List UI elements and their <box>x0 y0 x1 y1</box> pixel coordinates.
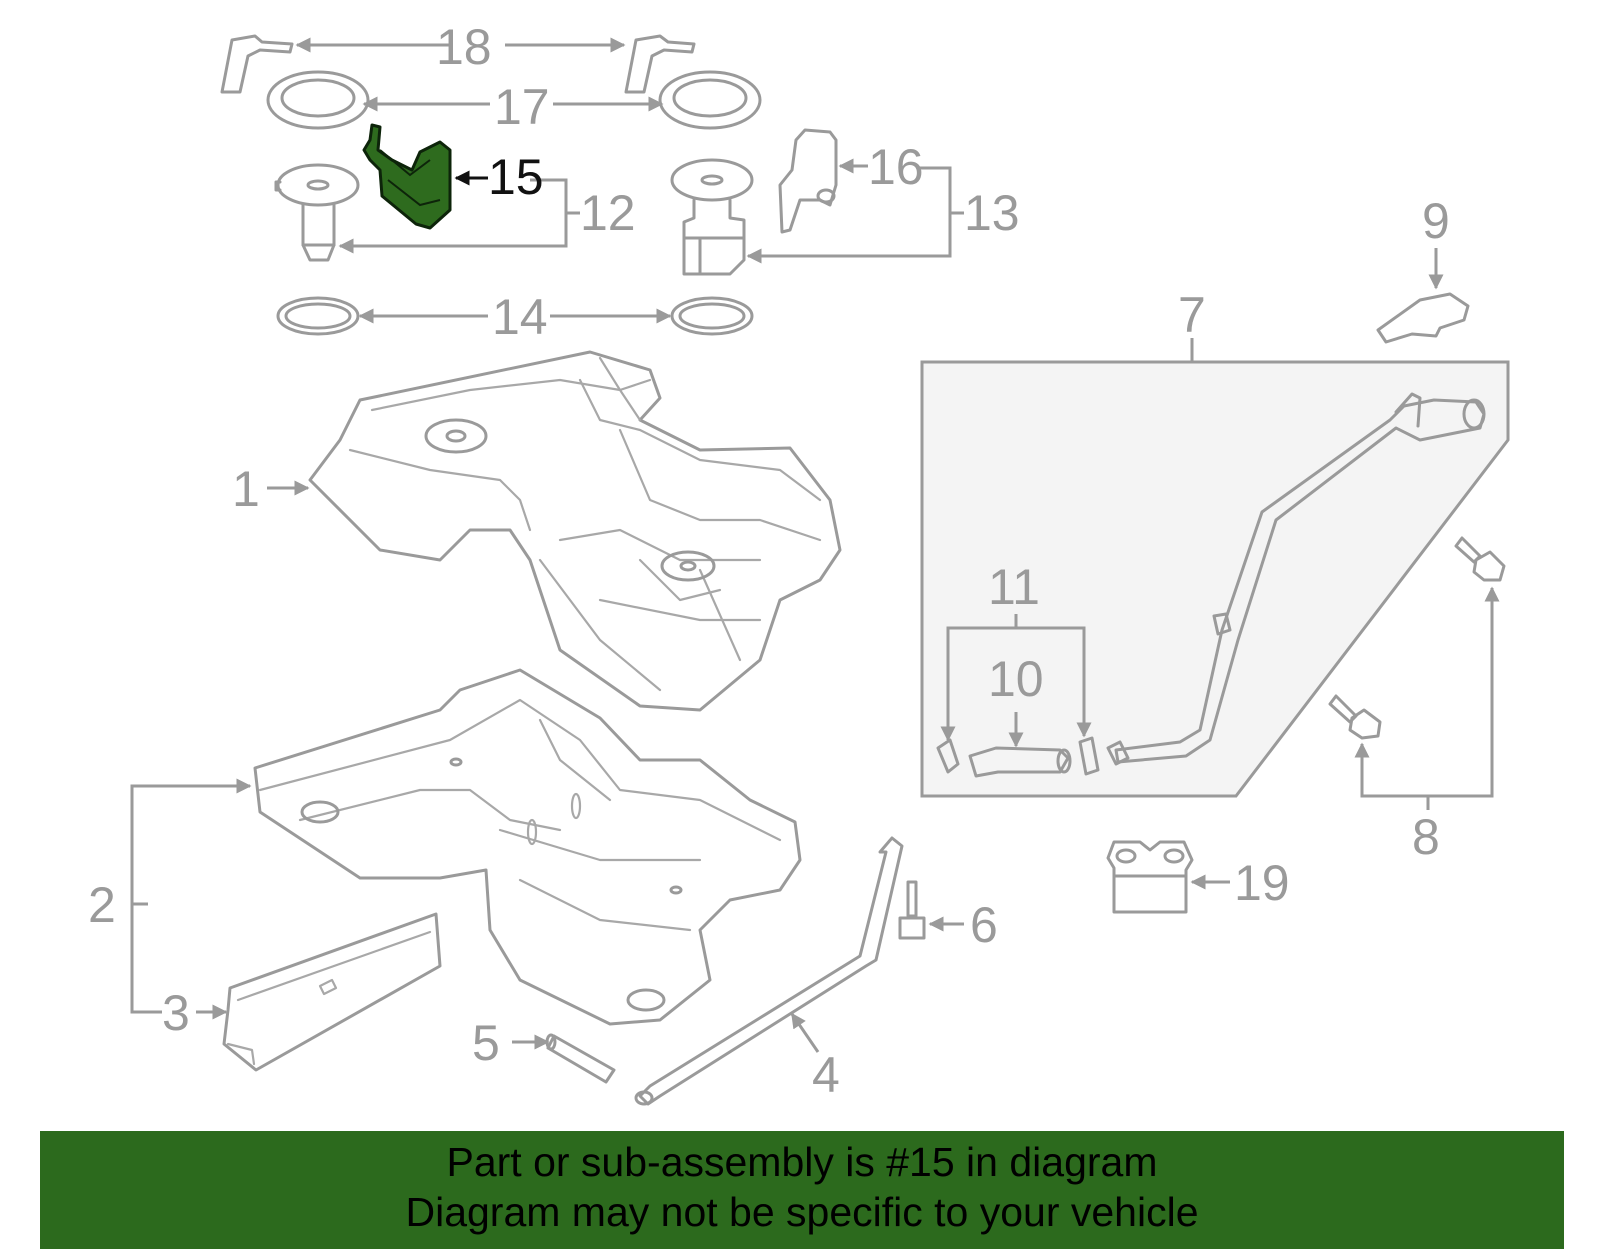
callout-19: 19 <box>1234 855 1290 911</box>
callout-13: 13 <box>964 185 1020 241</box>
info-banner: Part or sub-assembly is #15 in diagram D… <box>40 1131 1564 1249</box>
callout-12: 12 <box>580 185 636 241</box>
part-19-bracket <box>1106 840 1194 914</box>
part-11-clamp-left <box>936 738 960 774</box>
part-1-fuel-tank <box>308 350 842 712</box>
part-17-lock-ring-left <box>266 70 370 130</box>
callout-15: 15 <box>488 149 544 205</box>
callout-2: 2 <box>88 877 116 933</box>
callout-9: 9 <box>1422 193 1450 249</box>
callout-1: 1 <box>232 461 260 517</box>
part-5-pin <box>545 1033 616 1084</box>
part-8-bolt-lower <box>1328 694 1382 740</box>
banner-line-disclaimer: Diagram may not be specific to your vehi… <box>405 1189 1199 1235</box>
part-17-lock-ring-right <box>658 70 762 130</box>
callout-7: 7 <box>1178 287 1206 343</box>
callout-8: 8 <box>1412 809 1440 865</box>
part-14-seal-right <box>670 296 754 336</box>
callout-16: 16 <box>868 139 924 195</box>
part-12-sender-unit <box>274 163 360 262</box>
banner-line-part: Part or sub-assembly is #15 in diagram <box>446 1139 1158 1185</box>
part-2-heat-shield <box>253 668 802 1026</box>
callout-4: 4 <box>812 1047 840 1103</box>
callout-17: 17 <box>494 79 550 135</box>
part-16-clip <box>778 128 838 234</box>
callout-11: 11 <box>988 559 1040 615</box>
part-8-bolt-upper <box>1454 536 1506 582</box>
part-13-fuel-pump-module <box>670 158 754 276</box>
callout-6: 6 <box>970 897 998 953</box>
part-7-filler-pipe-assembly <box>920 360 1510 798</box>
part-9-cap <box>1376 292 1470 344</box>
part-14-seal-left <box>276 296 360 336</box>
part-15-highlighted-bracket <box>362 123 452 230</box>
callout-3: 3 <box>162 985 190 1041</box>
callout-5: 5 <box>472 1015 500 1071</box>
part-18-strap-right <box>624 34 696 94</box>
part-4-tank-strap <box>634 836 904 1106</box>
part-10-hose <box>968 746 1072 778</box>
callout-18: 18 <box>436 19 492 75</box>
callout-10: 10 <box>988 651 1044 707</box>
part-18-strap-left <box>220 34 294 94</box>
part-6-bolt <box>898 880 926 940</box>
part-3-lower-shield <box>222 912 442 1072</box>
callout-14: 14 <box>492 289 548 345</box>
